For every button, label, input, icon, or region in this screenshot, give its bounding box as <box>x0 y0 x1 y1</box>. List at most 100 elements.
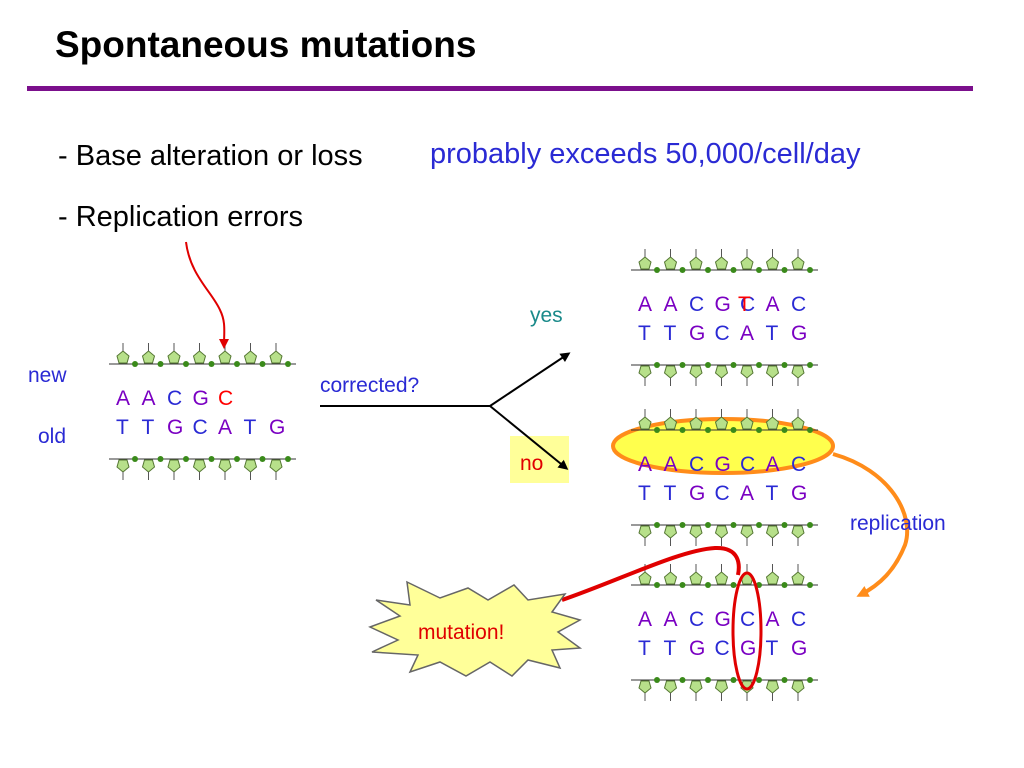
phosphate-dot <box>208 361 215 367</box>
base-bottom: G <box>269 416 285 439</box>
sugar-ring <box>740 416 754 430</box>
label-no: no <box>520 452 543 475</box>
strand-yes-top-backbone <box>631 249 818 273</box>
base-top: C <box>167 387 182 410</box>
strand-original-bottom-backbone <box>109 456 296 480</box>
mutation-oval <box>731 571 763 691</box>
base-bottom: G <box>689 482 705 505</box>
base-bottom: G <box>791 322 807 345</box>
phosphate-dot <box>781 522 788 528</box>
phosphate-dot <box>730 362 737 368</box>
base-top: A <box>766 293 780 316</box>
phosphate-dot <box>132 361 138 367</box>
sugar-ring <box>243 350 258 364</box>
phosphate-dot <box>756 677 762 683</box>
base-top: A <box>664 608 678 631</box>
base-top: A <box>664 293 678 316</box>
base-top: C <box>689 453 704 476</box>
base-top: C <box>791 453 806 476</box>
phosphate-dot <box>654 582 660 588</box>
strand-original-top-backbone <box>109 343 296 367</box>
phosphate-dot <box>781 267 788 273</box>
phosphate-dot <box>730 427 737 433</box>
base-top: G <box>715 608 731 631</box>
base-top: A <box>664 453 678 476</box>
base-bottom: C <box>193 416 208 439</box>
sugar-ring <box>714 680 729 694</box>
sugar-ring <box>765 571 780 585</box>
bullet-text: Base alteration or loss <box>75 140 363 172</box>
base-bottom: T <box>664 482 677 505</box>
phosphate-dot <box>807 267 813 273</box>
strand-replicated-top-backbone <box>631 564 818 588</box>
phosphate-dot <box>730 522 737 528</box>
phosphate-dot <box>781 582 788 588</box>
sugar-ring <box>269 350 283 364</box>
label-replication: replication <box>850 512 946 535</box>
label-old: old <box>38 425 66 448</box>
sugar-ring <box>638 256 652 270</box>
phosphate-dot <box>132 456 138 462</box>
sugar-ring <box>740 525 754 539</box>
sugar-ring <box>740 680 754 694</box>
phosphate-dot <box>705 522 711 528</box>
phosphate-dot <box>157 361 164 367</box>
phosphate-dot <box>705 362 711 368</box>
phosphate-dot <box>807 427 813 433</box>
base-bottom: G <box>791 637 807 660</box>
sugar-ring <box>791 680 805 694</box>
phosphate-dot <box>781 427 788 433</box>
bullet-base-alteration: - Base alteration or loss <box>58 140 363 173</box>
base-top: G <box>193 387 209 410</box>
base-bottom: G <box>791 482 807 505</box>
phosphate-dot <box>679 522 686 528</box>
phosphate-dot <box>705 267 711 273</box>
sugar-ring <box>714 525 729 539</box>
phosphate-dot <box>705 677 711 683</box>
sugar-ring <box>765 525 780 539</box>
sugar-ring <box>765 256 780 270</box>
sugar-ring <box>663 416 678 430</box>
sugar-ring <box>243 459 258 473</box>
sugar-ring <box>116 350 130 364</box>
phosphate-dot <box>157 456 164 462</box>
phosphate-dot <box>679 677 686 683</box>
base-bottom: C <box>715 482 730 505</box>
phosphate-dot <box>679 362 686 368</box>
sugar-ring <box>689 256 703 270</box>
phosphate-dot <box>679 267 686 273</box>
base-top: C <box>740 293 755 316</box>
base-top: G <box>715 453 731 476</box>
bullet-dash: - <box>58 201 68 233</box>
sugar-ring <box>218 350 232 364</box>
sugar-ring <box>791 256 805 270</box>
bullet-dash: - <box>58 140 68 172</box>
sugar-ring <box>791 365 805 379</box>
sugar-ring <box>689 525 703 539</box>
base-top: A <box>638 608 652 631</box>
phosphate-dot <box>756 362 762 368</box>
base-top: C <box>740 608 755 631</box>
base-bottom: G <box>740 637 756 660</box>
phosphate-dot <box>208 456 215 462</box>
sugar-ring <box>714 365 729 379</box>
phosphate-dot <box>234 456 240 462</box>
sugar-ring <box>663 571 678 585</box>
sugar-ring <box>141 350 156 364</box>
sugar-ring <box>791 525 805 539</box>
sugar-ring <box>141 459 156 473</box>
phosphate-dot <box>730 582 737 588</box>
slide-title: Spontaneous mutations <box>55 24 477 65</box>
phosphate-dot <box>285 456 291 462</box>
phosphate-dot <box>781 362 788 368</box>
phosphate-dot <box>259 456 266 462</box>
sugar-ring <box>638 525 652 539</box>
phosphate-dot <box>234 361 240 367</box>
sugar-ring <box>116 459 130 473</box>
phosphate-dot <box>807 582 813 588</box>
base-bottom: T <box>244 416 257 439</box>
sugar-ring <box>765 365 780 379</box>
